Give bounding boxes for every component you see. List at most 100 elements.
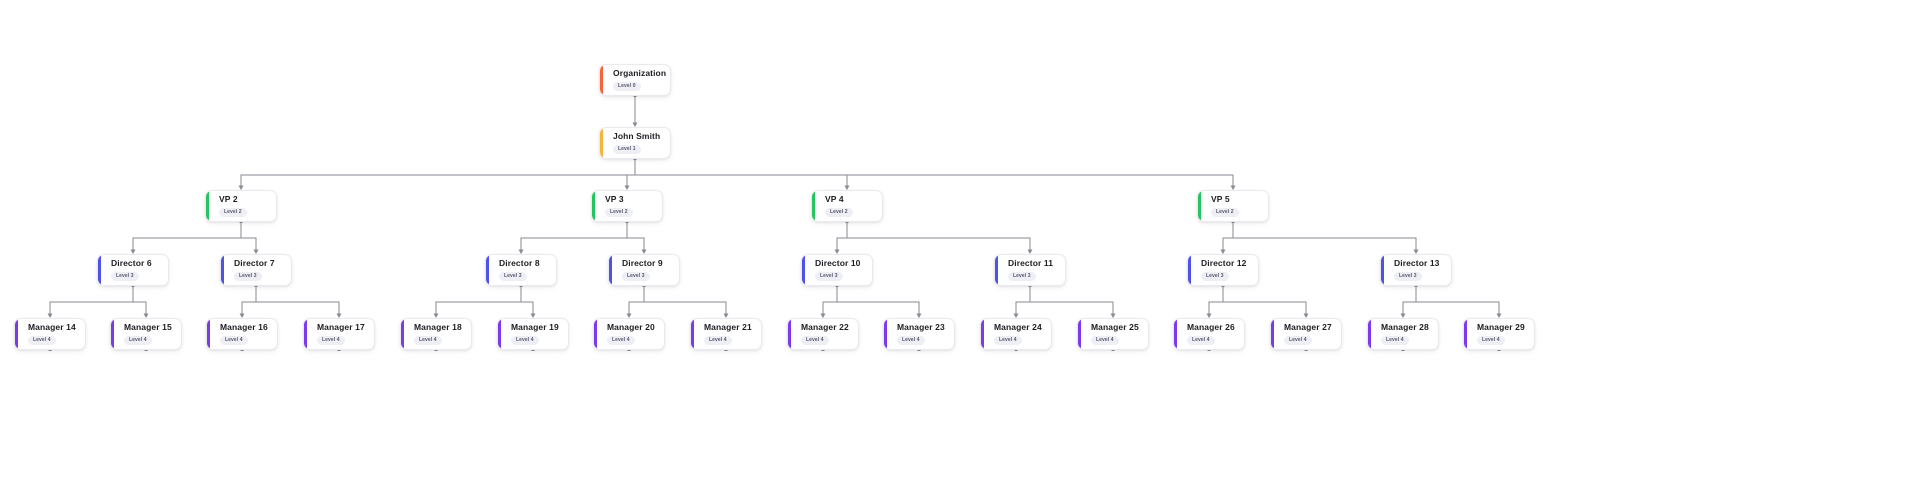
node-title: Manager 17 bbox=[317, 322, 365, 333]
node-level-badge: Level 4 bbox=[124, 335, 152, 345]
node-level-badge: Level 3 bbox=[1394, 271, 1422, 281]
org-node-vp-2[interactable]: VP 2 Level 2 bbox=[205, 190, 277, 222]
node-body: Manager 14 Level 4 bbox=[15, 323, 85, 345]
node-title: John Smith bbox=[613, 131, 661, 142]
node-level-badge: Level 3 bbox=[1008, 271, 1036, 281]
node-title: Manager 16 bbox=[220, 322, 268, 333]
node-accent-bar bbox=[592, 191, 595, 221]
node-body: Manager 20 Level 4 bbox=[594, 323, 664, 345]
node-accent-bar bbox=[995, 255, 998, 285]
org-node-director-12[interactable]: Director 12 Level 3 bbox=[1187, 254, 1259, 286]
node-accent-bar bbox=[111, 319, 114, 349]
org-node-manager-16[interactable]: Manager 16 Level 4 bbox=[206, 318, 278, 350]
node-title: Manager 14 bbox=[28, 322, 76, 333]
node-level-badge: Level 4 bbox=[607, 335, 635, 345]
node-level-badge: Level 4 bbox=[1284, 335, 1312, 345]
node-accent-bar bbox=[486, 255, 489, 285]
node-level-badge: Level 4 bbox=[220, 335, 248, 345]
node-level-badge: Level 3 bbox=[1201, 271, 1229, 281]
node-level-badge: Level 2 bbox=[219, 207, 247, 217]
node-title: Manager 15 bbox=[124, 322, 172, 333]
node-body: Manager 18 Level 4 bbox=[401, 323, 471, 345]
node-title: Manager 23 bbox=[897, 322, 945, 333]
org-node-manager-18[interactable]: Manager 18 Level 4 bbox=[400, 318, 472, 350]
node-level-badge: Level 3 bbox=[815, 271, 843, 281]
node-accent-bar bbox=[1381, 255, 1384, 285]
node-level-badge: Level 3 bbox=[234, 271, 262, 281]
node-title: Manager 28 bbox=[1381, 322, 1429, 333]
node-level-badge: Level 4 bbox=[1477, 335, 1505, 345]
node-body: Manager 23 Level 4 bbox=[884, 323, 954, 345]
node-body: Manager 15 Level 4 bbox=[111, 323, 181, 345]
node-level-badge: Level 4 bbox=[28, 335, 56, 345]
node-title: VP 3 bbox=[605, 194, 624, 205]
org-node-manager-15[interactable]: Manager 15 Level 4 bbox=[110, 318, 182, 350]
node-title: Manager 18 bbox=[414, 322, 462, 333]
node-level-badge: Level 4 bbox=[897, 335, 925, 345]
node-title: Organization bbox=[613, 68, 667, 79]
node-level-badge: Level 4 bbox=[801, 335, 829, 345]
node-title: Manager 29 bbox=[1477, 322, 1525, 333]
node-body: Director 12 Level 3 bbox=[1188, 259, 1258, 281]
node-title: Director 6 bbox=[111, 258, 152, 269]
node-accent-bar bbox=[788, 319, 791, 349]
node-accent-bar bbox=[401, 319, 404, 349]
node-accent-bar bbox=[981, 319, 984, 349]
node-title: Manager 20 bbox=[607, 322, 655, 333]
org-node-director-13[interactable]: Director 13 Level 3 bbox=[1380, 254, 1452, 286]
node-title: Manager 25 bbox=[1091, 322, 1139, 333]
org-node-manager-20[interactable]: Manager 20 Level 4 bbox=[593, 318, 665, 350]
node-accent-bar bbox=[600, 128, 603, 158]
node-accent-bar bbox=[98, 255, 101, 285]
node-title: Director 13 bbox=[1394, 258, 1440, 269]
node-body: Manager 29 Level 4 bbox=[1464, 323, 1534, 345]
org-node-manager-23[interactable]: Manager 23 Level 4 bbox=[883, 318, 955, 350]
org-node-manager-14[interactable]: Manager 14 Level 4 bbox=[14, 318, 86, 350]
node-accent-bar bbox=[15, 319, 18, 349]
node-accent-bar bbox=[1271, 319, 1274, 349]
node-level-badge: Level 1 bbox=[613, 144, 641, 154]
node-title: Director 12 bbox=[1201, 258, 1247, 269]
node-level-badge: Level 4 bbox=[414, 335, 442, 345]
org-node-manager-29[interactable]: Manager 29 Level 4 bbox=[1463, 318, 1535, 350]
node-accent-bar bbox=[1368, 319, 1371, 349]
node-accent-bar bbox=[304, 319, 307, 349]
node-accent-bar bbox=[1188, 255, 1191, 285]
node-accent-bar bbox=[691, 319, 694, 349]
node-title: VP 2 bbox=[219, 194, 238, 205]
node-level-badge: Level 4 bbox=[1187, 335, 1215, 345]
node-title: VP 4 bbox=[825, 194, 844, 205]
node-level-badge: Level 0 bbox=[613, 81, 641, 91]
